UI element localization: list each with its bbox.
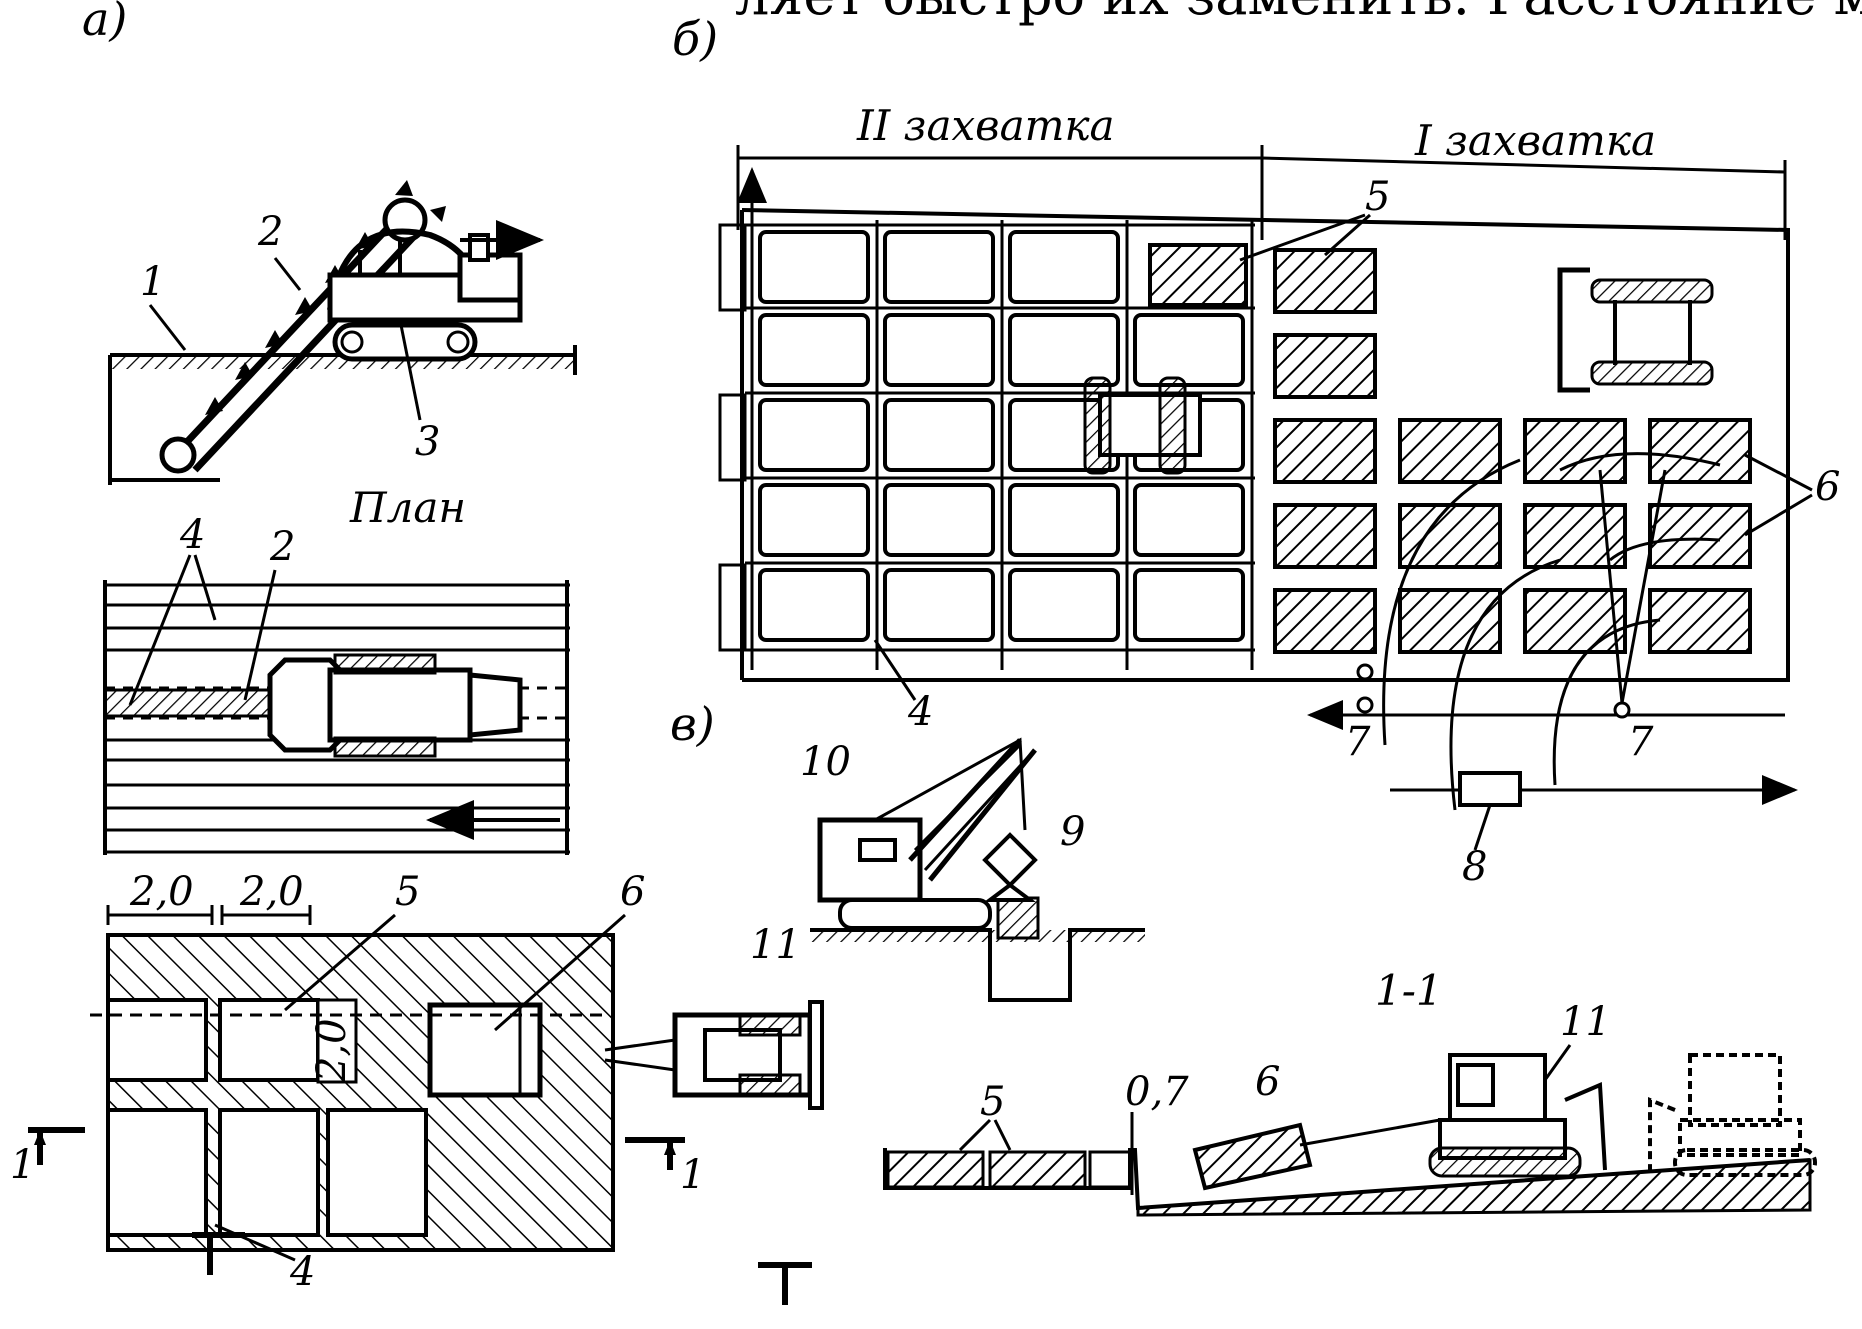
callout-6-zone: 6 xyxy=(1815,464,1840,510)
header-fragment-text: ляет быстро их заменить. Расстояние меж- xyxy=(735,0,1862,27)
panel-v-letter: в) xyxy=(670,697,715,751)
section-1-1-label: 1-1 xyxy=(1375,966,1443,1015)
panel-b-letter: б) xyxy=(672,12,718,66)
callout-5-zone: 5 xyxy=(1365,174,1390,220)
panel-a-letter: а) xyxy=(82,0,127,46)
zone-1-pits xyxy=(1273,248,1752,654)
zone-2-label: II захватка xyxy=(856,101,1115,150)
callout-2-plan: 2 xyxy=(269,524,295,570)
dim-cell-width-2: 2,0 xyxy=(239,869,304,915)
plan-label: План xyxy=(349,483,466,532)
section-mark-left: 1 xyxy=(10,1142,35,1188)
dim-depth: 0,7 xyxy=(1125,1069,1189,1115)
panel-a-side-view: 1 2 3 xyxy=(108,180,577,485)
panel-a-trench-grid: 2,0 2,0 2,0 5 6 11 4 1 xyxy=(10,869,824,1305)
callout-9: 9 xyxy=(1060,809,1085,855)
callout-11-grid: 11 xyxy=(750,922,801,968)
panel-b-plan: II захватка I захватка xyxy=(718,101,1840,890)
callout-7-right: 7 xyxy=(1628,719,1654,765)
callout-5-section: 5 xyxy=(980,1079,1005,1125)
callout-6-grid: 6 xyxy=(620,869,645,915)
callout-4-plan: 4 xyxy=(179,512,205,558)
callout-4-grid: 4 xyxy=(289,1249,315,1295)
dim-cell-width-1: 2,0 xyxy=(129,869,194,915)
panel-a-plan-view: 4 2 xyxy=(103,512,570,855)
callout-5-grid: 5 xyxy=(395,869,420,915)
zone-2-cells xyxy=(758,230,1245,642)
section-1-1: 0,7 5 6 11 xyxy=(883,999,1817,1217)
section-mark-right: 1 xyxy=(680,1152,705,1198)
callout-7-left: 7 xyxy=(1345,719,1371,765)
dim-cell-height: 2,0 xyxy=(309,1018,355,1083)
callout-11-section: 11 xyxy=(1560,999,1611,1045)
callout-2: 2 xyxy=(257,209,283,255)
callout-10: 10 xyxy=(800,739,851,785)
callout-3: 3 xyxy=(415,419,440,465)
panel-v-crane: 10 9 xyxy=(800,737,1145,1002)
callout-1: 1 xyxy=(140,259,165,305)
callout-8: 8 xyxy=(1462,844,1487,890)
callout-6-section: 6 xyxy=(1255,1059,1280,1105)
zone-1-label: I захватка xyxy=(1414,116,1656,165)
